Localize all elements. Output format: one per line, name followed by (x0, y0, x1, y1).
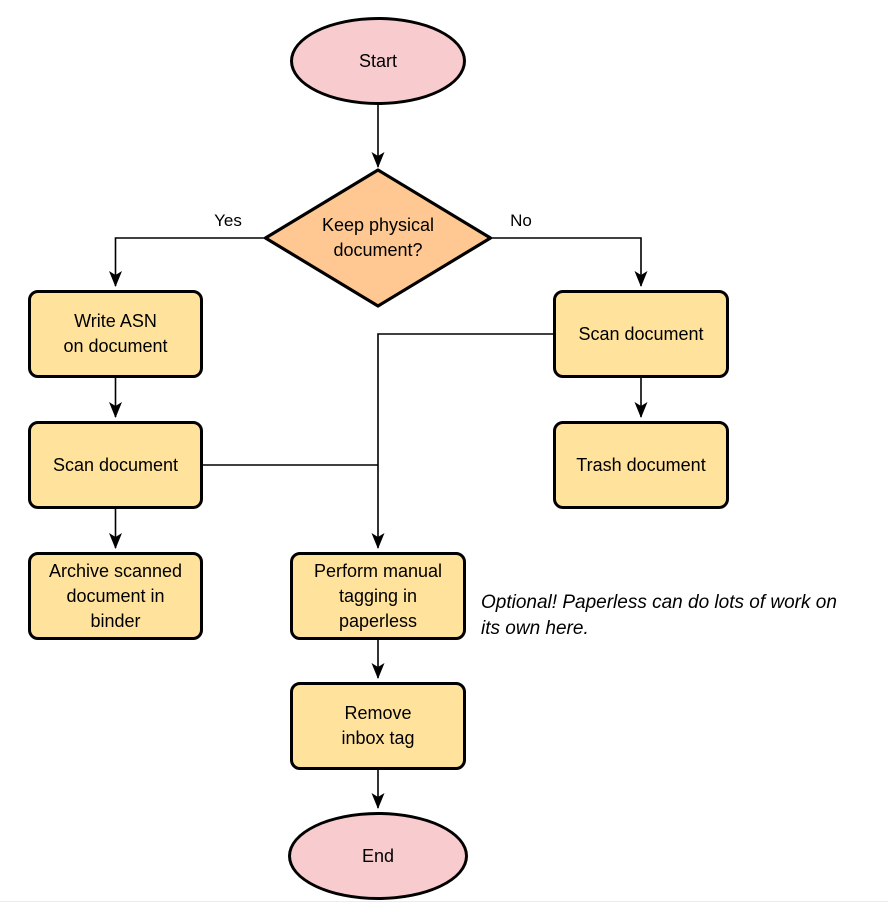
decision-diamond-shape (263, 168, 493, 308)
node-start: Start (290, 17, 466, 105)
edge-scan-right-to-tagging (371, 333, 553, 549)
edge-label-no: No (507, 211, 535, 231)
node-end: End (288, 812, 468, 900)
node-start-label: Start (358, 50, 397, 71)
node-scan-document-right: Scan document (553, 290, 729, 378)
bottom-divider (0, 901, 888, 902)
edge-decision-no-to-scan-right (490, 237, 648, 287)
node-end-label: End (361, 845, 395, 866)
node-write-asn: Write ASN on document (28, 290, 203, 378)
node-scan-document-left-label: Scan document (52, 454, 179, 475)
node-scan-document-right-label: Scan document (578, 323, 704, 344)
node-manual-tagging-label: Perform manual tagging in paperless (313, 560, 443, 631)
node-scan-document-left: Scan document (28, 421, 203, 509)
node-write-asn-label: Write ASN on document (63, 311, 168, 356)
node-decision: Keep physical document? (265, 170, 491, 306)
node-remove-inbox-tag: Remove inbox tag (290, 682, 466, 770)
annotation-optional-note: Optional! Paperless can do lots of work … (481, 592, 837, 639)
node-trash-document-label: Trash document (576, 454, 706, 475)
node-archive-scanned-label: Archive scanned document in binder (48, 560, 183, 631)
node-remove-inbox-tag-label: Remove inbox tag (341, 703, 415, 748)
node-trash-document: Trash document (553, 421, 729, 509)
edge-decision-yes-to-write-asn (109, 237, 265, 287)
node-archive-scanned: Archive scanned document in binder (28, 552, 203, 640)
node-manual-tagging: Perform manual tagging in paperless (290, 552, 466, 640)
node-decision-label: Keep physical document? (321, 215, 435, 260)
edge-label-yes: Yes (211, 211, 245, 231)
